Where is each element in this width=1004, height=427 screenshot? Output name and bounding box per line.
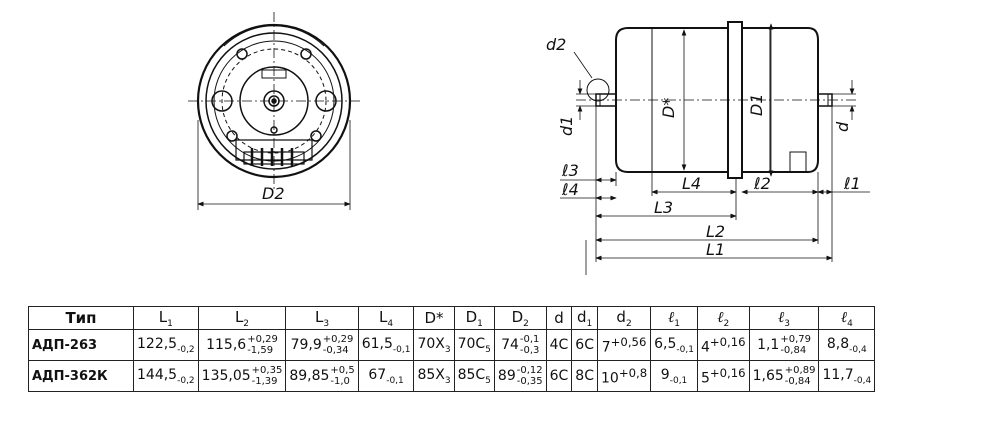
header-d2: d2	[596, 306, 652, 330]
label-L4: L4	[682, 174, 701, 193]
table-header-row: Тип L1 L2 L3 L4 D* D1 D2 d d1 d2 ℓ1 ℓ2 ℓ…	[28, 306, 876, 330]
header-l4: ℓ4	[818, 306, 876, 330]
label-D2: D2	[262, 184, 285, 203]
cell-D2: 74-0,1-0,3	[493, 329, 547, 361]
header-L2: L2	[197, 306, 287, 330]
side-view	[560, 21, 870, 275]
cell-l4: 8,8-0,4	[818, 329, 876, 361]
label-D1: D1	[747, 94, 766, 117]
front-view	[188, 12, 360, 210]
label-l3: ℓ3	[561, 161, 579, 180]
cell-L2: 135,05+0,35-1,39	[197, 360, 287, 392]
label-l2: ℓ2	[753, 174, 771, 193]
header-L3: L3	[285, 306, 359, 330]
cell-l4: 11,7-0,4	[818, 360, 876, 392]
cell-d2: 7+0,56	[596, 329, 652, 361]
header-l2: ℓ2	[696, 306, 750, 330]
cell-d2: 10+0,8	[596, 360, 652, 392]
label-l4: ℓ4	[561, 180, 579, 199]
cell-D-star: 85X3	[413, 360, 455, 392]
header-type: Тип	[28, 306, 134, 330]
cell-l1: 6,5-0,1	[650, 329, 698, 361]
cell-L3: 79,9+0,29-0,34	[285, 329, 359, 361]
cell-D-star: 70X3	[413, 329, 455, 361]
cell-L4: 67-0,1	[357, 360, 415, 392]
cell-L3: 89,85+0,5-1,0	[285, 360, 359, 392]
header-D-star: D*	[413, 306, 455, 330]
cell-L1: 122,5-0,2	[133, 329, 199, 361]
table-row: АДП-263 122,5-0,2 115,6+0,29-1,59 79,9+0…	[28, 329, 876, 361]
header-L1: L1	[133, 306, 199, 330]
cell-l3: 1,65+0,89-0,84	[748, 360, 820, 392]
cell-l2: 5+0,16	[696, 360, 750, 392]
header-d1: d1	[571, 306, 598, 330]
label-d: d	[833, 121, 852, 132]
header-d: d	[545, 306, 573, 330]
cell-L1: 144,5-0,2	[133, 360, 199, 392]
cell-d: 6C	[545, 360, 573, 392]
label-D-star: D*	[659, 98, 678, 118]
cell-l1: 9-0,1	[650, 360, 698, 392]
cell-d: 4C	[545, 329, 573, 361]
label-d1: d1	[557, 116, 576, 136]
header-D1: D1	[453, 306, 495, 330]
label-d2: d2	[546, 35, 566, 54]
label-L1: L1	[706, 240, 725, 259]
cell-D2: 89-0,12-0,35	[493, 360, 547, 392]
table-row: АДП-362К 144,5-0,2 135,05+0,35-1,39 89,8…	[28, 360, 876, 392]
cell-D1: 70C5	[453, 329, 495, 361]
row-type: АДП-263	[28, 329, 134, 361]
label-l1: ℓ1	[843, 174, 861, 193]
label-L3: L3	[654, 198, 673, 217]
cell-l3: 1,1+0,79-0,84	[748, 329, 820, 361]
cell-D1: 85C5	[453, 360, 495, 392]
dimensions-table: Тип L1 L2 L3 L4 D* D1 D2 d d1 d2 ℓ1 ℓ2 ℓ…	[28, 306, 876, 392]
header-L4: L4	[357, 306, 415, 330]
label-L2: L2	[706, 222, 725, 241]
cell-d1: 8C	[571, 360, 598, 392]
cell-l2: 4+0,16	[696, 329, 750, 361]
header-l3: ℓ3	[748, 306, 820, 330]
cell-L2: 115,6+0,29-1,59	[197, 329, 287, 361]
cell-L4: 61,5-0,1	[357, 329, 415, 361]
cell-d1: 6C	[571, 329, 598, 361]
motor-drawing: D2	[188, 12, 870, 275]
header-l1: ℓ1	[650, 306, 698, 330]
header-D2: D2	[493, 306, 547, 330]
row-type: АДП-362К	[28, 360, 134, 392]
